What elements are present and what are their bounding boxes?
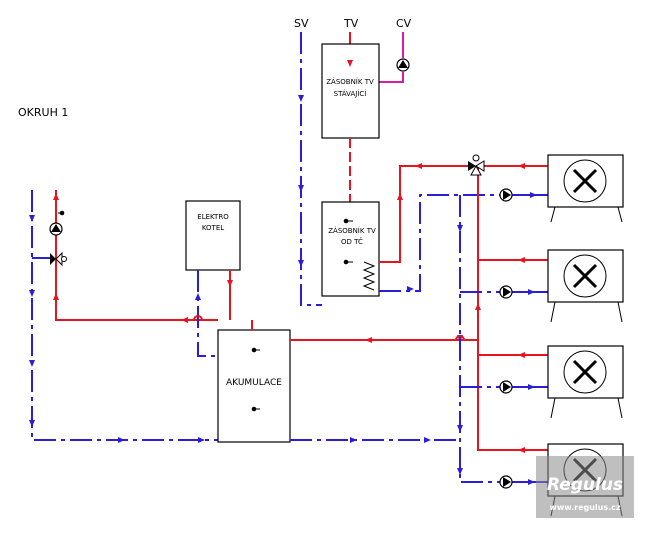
circuit-label: OKRUH 1 — [18, 106, 68, 119]
heat-pump-unit-3 — [547, 345, 624, 419]
hp-pump-3-icon — [499, 380, 513, 394]
coil-icon — [362, 261, 376, 291]
hp-pump-2-icon — [499, 285, 513, 299]
hp-pump-1-icon — [499, 188, 513, 202]
cv-label: CV — [396, 17, 412, 30]
dhw-diverter-valve-icon — [468, 154, 485, 176]
sv-label: SV — [294, 17, 309, 30]
hp-return-branches — [460, 291, 500, 388]
tank-existing-label-2: STÁVAJÍCÍ — [334, 89, 367, 98]
hp-supply-branches — [478, 165, 548, 356]
cold-water-pipe — [300, 32, 322, 306]
watermark-brand: Regulus — [547, 475, 623, 495]
electric-boiler — [185, 200, 241, 271]
tank-heatpump — [321, 201, 380, 297]
watermark-url: www.regulus.cz — [549, 503, 620, 512]
tank-heatpump-label-1: ZÁSOBNÍK TV — [328, 226, 376, 235]
boiler-label-1: ELEKTRO — [197, 213, 229, 221]
tank-heatpump-sensor-icons — [343, 218, 353, 265]
tank-existing — [321, 43, 380, 139]
tank-existing-label-1: ZÁSOBNÍK TV — [326, 77, 374, 86]
dhw-return-pipe — [379, 194, 500, 292]
circuit-mixing-valve-icon — [50, 251, 67, 267]
heat-pump-unit-2 — [547, 249, 624, 323]
hp-supply-collector — [477, 166, 548, 451]
hp-return-collector — [459, 195, 500, 483]
hp-pump-4-icon — [499, 475, 513, 489]
heat-pump-unit-1 — [547, 154, 624, 223]
accumulation-label: AKUMULACE — [226, 378, 282, 388]
tv-label: TV — [343, 17, 359, 30]
tank-heatpump-label-2: OD TČ — [341, 237, 363, 246]
accumulation-sensor-icons — [251, 347, 260, 412]
regulus-watermark: Regulus www.regulus.cz — [536, 456, 634, 518]
circuit-sensor-icon — [58, 210, 65, 216]
dhw-supply-pipe — [379, 165, 470, 263]
circulation-pump-icon — [396, 58, 410, 72]
hp-return-connectors — [512, 194, 548, 483]
circuit-pump-icon — [49, 222, 63, 236]
circulation-pipe-return — [379, 72, 404, 83]
pipe-crossover-marks — [193, 315, 465, 341]
flow-arrow-red-icons — [53, 60, 525, 453]
boiler-label-2: KOTEL — [202, 224, 224, 232]
circuit-return-pipe — [31, 190, 218, 441]
boiler-return-pipe — [197, 270, 218, 357]
